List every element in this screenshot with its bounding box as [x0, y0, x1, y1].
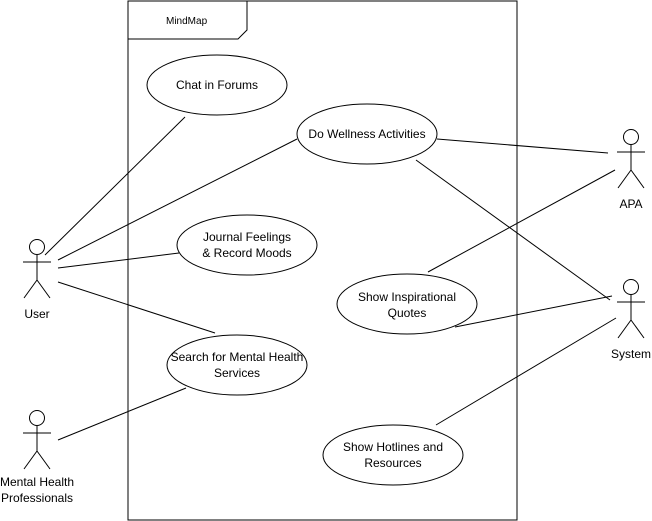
use-case-label-line-2: Resources: [364, 456, 421, 470]
association-wellness-apa: [436, 138, 609, 154]
association-user-wellness: [57, 138, 298, 261]
actor-apa[interactable]: APA: [617, 129, 645, 212]
stick-figure-icon: [23, 410, 51, 470]
use-case-journal-feelings[interactable]: Journal Feelings & Record Moods: [176, 214, 318, 276]
actor-system[interactable]: System: [611, 279, 651, 362]
association-user-chat: [44, 116, 186, 256]
association-quotes-system: [454, 295, 613, 328]
use-case-label-line-2: Quotes: [388, 306, 427, 320]
association-wellness-system: [415, 159, 611, 301]
actor-label-line-2: Professionals: [1, 491, 73, 505]
actor-mental-health-professionals[interactable]: Mental Health Professionals: [0, 410, 74, 506]
association-quotes-apa: [427, 169, 616, 273]
use-case-label-line-1: Journal Feelings: [203, 230, 291, 244]
system-title: MindMap: [166, 16, 208, 27]
stick-figure-icon: [617, 279, 645, 339]
use-case-label: Chat in Forums: [176, 78, 258, 92]
association-professionals-search: [57, 387, 187, 441]
actor-user[interactable]: User: [23, 239, 51, 322]
use-case-label: Do Wellness Activities: [308, 127, 425, 141]
use-case-label-line-1: Show Hotlines and: [343, 440, 443, 454]
association-user-journal: [57, 252, 180, 269]
actor-label: APA: [619, 197, 642, 211]
use-case-show-hotlines-resources[interactable]: Show Hotlines and Resources: [322, 424, 464, 486]
association-user-search: [57, 281, 216, 334]
system-title-tab: [128, 1, 248, 40]
use-case-label-line-1: Search for Mental Health: [171, 350, 304, 364]
stick-figure-icon: [23, 239, 51, 299]
use-case-label-line-2: Services: [214, 366, 260, 380]
use-case-label-line-1: Show Inspirational: [358, 290, 456, 304]
use-case-do-wellness-activities[interactable]: Do Wellness Activities: [296, 103, 438, 165]
associations: [44, 116, 617, 441]
stick-figure-icon: [617, 129, 645, 189]
use-case-chat-in-forums[interactable]: Chat in Forums: [146, 54, 288, 116]
actor-label: System: [611, 347, 651, 361]
system-boundary-box: [127, 0, 518, 521]
use-case-show-inspirational-quotes[interactable]: Show Inspirational Quotes: [336, 273, 478, 335]
association-hotlines-system: [435, 317, 617, 426]
system-boundary: MindMap: [127, 0, 518, 521]
use-case-search-mental-health-services[interactable]: Search for Mental Health Services: [166, 334, 308, 396]
actor-label: User: [24, 307, 49, 321]
actor-label-line-1: Mental Health: [0, 475, 74, 489]
use-case-label-line-2: & Record Moods: [202, 246, 291, 260]
